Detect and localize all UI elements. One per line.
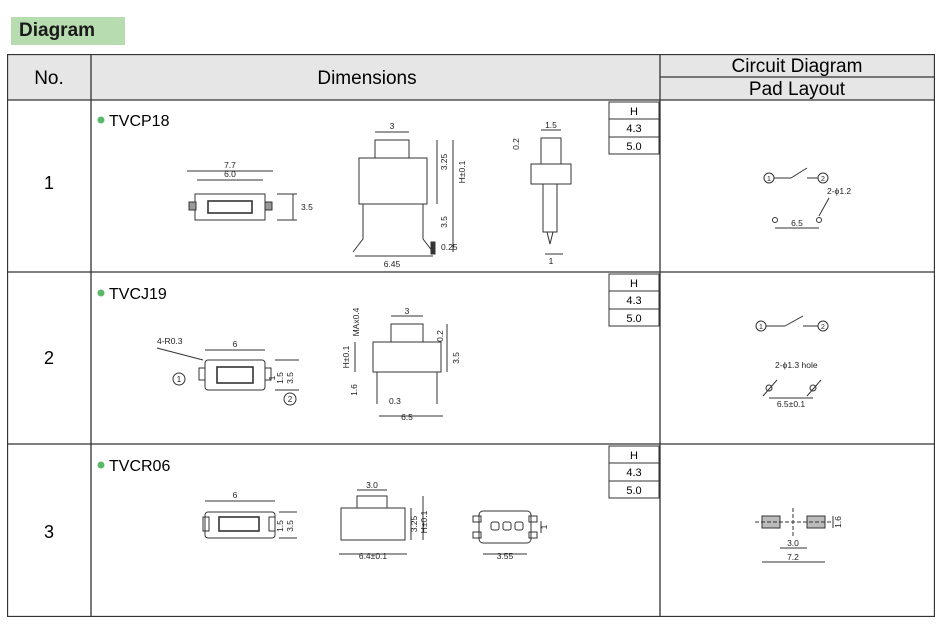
circuit-pin-2: 2	[821, 176, 825, 183]
circle-marker-1: 1	[177, 375, 182, 384]
row-number: 2	[44, 348, 54, 368]
circuit-pin-1: 1	[767, 176, 771, 183]
dim-label: 3	[390, 121, 395, 131]
dim-label: 3.25	[439, 153, 449, 170]
diagram-table: No. Dimensions Circuit Diagram Pad Layou…	[7, 54, 935, 617]
h-value: 4.3	[626, 295, 641, 307]
dim-label: 3	[405, 306, 410, 316]
model-bullet-icon	[97, 461, 105, 469]
header-circuit-diagram: Circuit Diagram	[732, 56, 863, 77]
pad-hole-label: 2-ϕ1.3 hole	[775, 360, 818, 370]
header-pad-layout: Pad Layout	[749, 79, 846, 100]
table-grid	[7, 54, 935, 617]
pad-pitch-label: 6.5±0.1	[777, 399, 806, 409]
row-number: 3	[44, 522, 54, 542]
top-view-drawing	[187, 170, 297, 221]
dim-label: H±0.1	[341, 345, 351, 368]
dim-label: MAx0.4	[351, 307, 361, 336]
model-name: TVCJ19	[109, 286, 167, 303]
h-header: H	[630, 450, 638, 462]
row-number: 1	[44, 173, 54, 193]
dim-label: 4-R0.3	[157, 336, 183, 346]
circuit-switch-symbol	[755, 315, 829, 399]
dim-label: H±0.1	[457, 160, 467, 183]
pad-inner-label: 3.0	[787, 538, 799, 548]
dim-label: 6	[233, 490, 238, 500]
h-value-table: H 4.3 5.0	[608, 101, 660, 155]
circuit-pin-1: 1	[759, 324, 763, 331]
h-value-table: H 4.3 5.0	[608, 445, 660, 499]
dim-label: 1	[267, 375, 277, 380]
dim-label: 0.2	[435, 330, 445, 342]
dim-label: 1.5	[275, 372, 285, 384]
row-2: 2 TVCJ19 H 4.3 5.0 4-R0.3 6 1 1.5 3.5	[44, 273, 829, 422]
pad-height-label: 1.6	[833, 516, 843, 528]
dim-label: 6.45	[384, 259, 401, 269]
h-value: 4.3	[626, 123, 641, 135]
h-value: 4.3	[626, 467, 641, 479]
side-view-drawing	[352, 131, 454, 257]
dim-label: 1.5	[275, 520, 285, 532]
dim-label: 1.5	[545, 120, 557, 130]
dim-label: 1	[539, 524, 549, 529]
pad-layout-drawing	[755, 508, 834, 563]
model-name: TVCP18	[109, 113, 170, 130]
dim-label: 3.5	[285, 520, 295, 532]
section-title: Diagram	[11, 17, 125, 45]
pad-pitch-label: 6.5	[791, 218, 803, 228]
model-bullet-icon	[97, 116, 105, 124]
dim-label: 3.5	[285, 372, 295, 384]
dim-label: 3.55	[497, 551, 514, 561]
dim-label: 3.0	[366, 480, 378, 490]
pad-outer-label: 7.2	[787, 552, 799, 562]
h-value: 5.0	[626, 313, 641, 325]
dim-label: 0.2	[511, 138, 521, 150]
dim-label: 1	[549, 256, 554, 266]
circle-marker-2: 2	[288, 395, 293, 404]
dim-label: 3.5	[439, 216, 449, 228]
dim-label: 6.0	[224, 169, 236, 179]
dim-label: 0.3	[389, 396, 401, 406]
h-header: H	[630, 278, 638, 290]
header-no: No.	[34, 68, 64, 89]
dim-label: 1.6	[349, 384, 359, 396]
side-view-drawing	[339, 489, 424, 555]
dim-label: 3.25	[409, 515, 419, 532]
h-value-table: H 4.3 5.0	[608, 273, 660, 327]
pad-hole-label: 2-ϕ1.2	[827, 186, 851, 196]
top-view-drawing	[156, 347, 299, 406]
end-view-drawing	[530, 129, 572, 255]
dim-label: 6	[233, 339, 238, 349]
h-header: H	[630, 106, 638, 118]
h-value: 5.0	[626, 485, 641, 497]
dim-label: 7.7	[224, 160, 236, 170]
dim-label: 6.5	[401, 412, 413, 422]
dim-label: 3.5	[451, 352, 461, 364]
row-1: 1 TVCP18 H 4.3 5.0 7.7 6.0 3.5	[44, 101, 851, 269]
row-3: 3 TVCR06 H 4.3 5.0 6 1.5 3.5	[44, 445, 843, 563]
dim-label: 3.5	[301, 202, 313, 212]
dim-label: 0.25	[441, 242, 458, 252]
h-value: 5.0	[626, 141, 641, 153]
side-view-drawing	[354, 315, 448, 417]
model-name: TVCR06	[109, 458, 170, 475]
bottom-view-drawing	[472, 510, 542, 555]
top-view-drawing	[202, 500, 297, 539]
model-bullet-icon	[97, 289, 105, 297]
dim-label: H±0.1	[419, 510, 429, 533]
header-dimensions: Dimensions	[317, 68, 416, 89]
dim-label: 6.4±0.1	[359, 551, 388, 561]
circuit-pin-2: 2	[821, 324, 825, 331]
circuit-switch-symbol	[763, 167, 830, 229]
